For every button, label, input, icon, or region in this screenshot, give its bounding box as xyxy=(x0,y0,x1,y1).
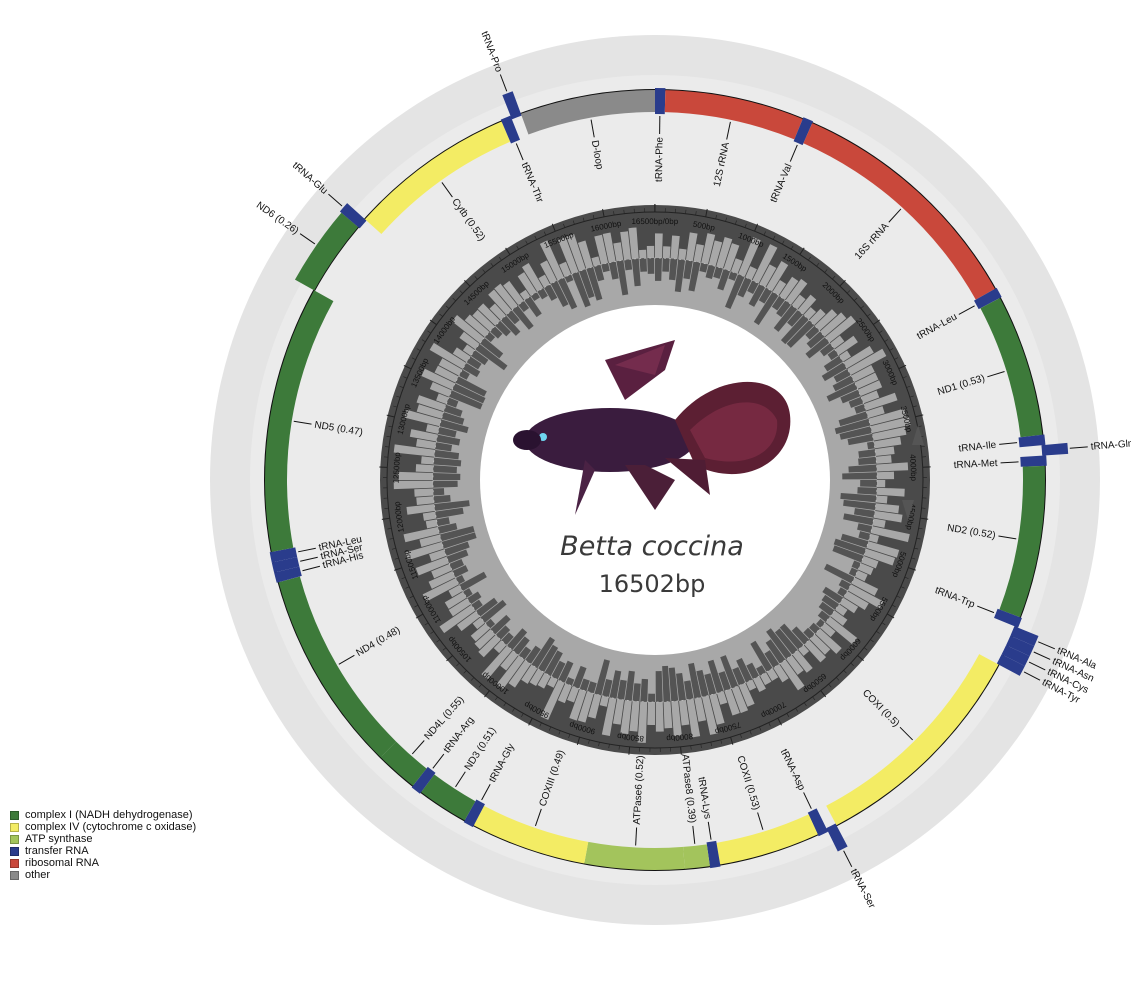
gene-label: tRNA-Glu xyxy=(290,160,329,196)
legend-label: complex IV (cytochrome c oxidase) xyxy=(25,821,196,833)
gc-bar xyxy=(639,250,647,259)
gc-bar xyxy=(398,472,433,480)
at-bar xyxy=(857,487,877,495)
legend-swatch xyxy=(10,811,19,820)
gc-bar xyxy=(877,480,885,487)
gc-bar xyxy=(663,246,671,258)
legend-swatch xyxy=(10,823,19,832)
legend-label: complex I (NADH dehydrogenase) xyxy=(25,809,193,821)
gene-arc-trna-met xyxy=(1020,455,1046,466)
gene-label: tRNA-Met xyxy=(953,458,998,471)
gc-bar xyxy=(647,246,654,258)
at-bar xyxy=(662,258,669,272)
legend-swatch xyxy=(10,871,19,880)
legend-swatch xyxy=(10,847,19,856)
legend-item: complex IV (cytochrome c oxidase) xyxy=(10,821,196,833)
at-bar xyxy=(655,258,662,281)
at-bar xyxy=(860,480,877,487)
at-bar xyxy=(647,258,654,274)
legend-item: complex I (NADH dehydrogenase) xyxy=(10,809,196,821)
at-bar xyxy=(433,481,458,488)
genome-length: 16502bp xyxy=(599,570,706,598)
at-bar xyxy=(433,473,460,480)
legend-swatch xyxy=(10,835,19,844)
tick-label: 16500bp/0bp xyxy=(631,217,678,226)
at-bar xyxy=(648,694,655,702)
tick-label: 4000bp xyxy=(908,454,918,482)
gc-bar xyxy=(678,249,686,260)
gc-bar xyxy=(414,489,433,497)
gc-bar xyxy=(656,702,664,732)
legend-label: ribosomal RNA xyxy=(25,857,99,869)
legend-label: transfer RNA xyxy=(25,845,89,857)
gene-arc-trna-phe xyxy=(655,88,665,114)
gc-bar xyxy=(877,472,894,480)
at-bar xyxy=(656,671,663,702)
gene-label: tRNA-Ser xyxy=(848,867,878,911)
legend-item: ATP synthase xyxy=(10,833,196,845)
gene-label: tRNA-Gln xyxy=(1090,438,1131,452)
gc-bar xyxy=(416,464,434,472)
gene-arc-atpase8 xyxy=(683,844,710,869)
at-bar xyxy=(640,258,647,272)
tick-label: 12500bp xyxy=(392,452,402,484)
legend-label: other xyxy=(25,869,50,881)
legend-item: transfer RNA xyxy=(10,845,196,857)
organism-name: Betta coccina xyxy=(560,531,744,562)
at-bar xyxy=(624,259,632,270)
gc-bar xyxy=(655,233,663,258)
gene-label: ND6 (0.26) xyxy=(254,200,300,237)
legend-item: ribosomal RNA xyxy=(10,857,196,869)
at-bar xyxy=(433,488,444,495)
legend: complex I (NADH dehydrogenase)complex IV… xyxy=(10,809,196,881)
legend-swatch xyxy=(10,859,19,868)
at-bar xyxy=(842,472,877,479)
gc-bar xyxy=(647,702,655,725)
gc-bar xyxy=(421,456,434,464)
gc-bar xyxy=(876,495,888,503)
legend-item: other xyxy=(10,869,196,881)
gene-label: tRNA-Phe xyxy=(654,137,666,183)
legend-label: ATP synthase xyxy=(25,833,92,845)
